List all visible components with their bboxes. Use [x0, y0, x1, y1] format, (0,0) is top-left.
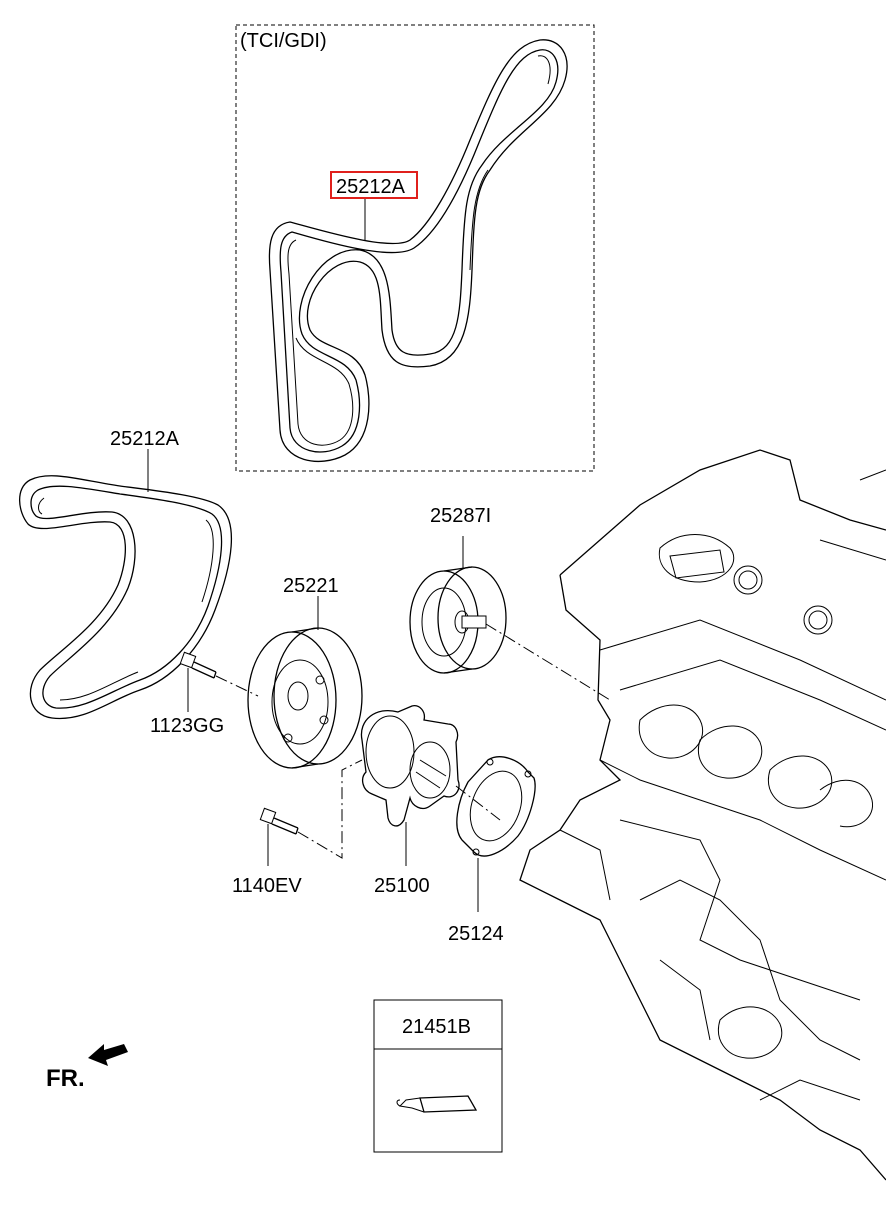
callout-21451b[interactable]: 21451B	[402, 1016, 471, 1038]
callout-label-25221: 25221	[283, 575, 339, 597]
callout-label-1123gg: 1123GG	[150, 715, 224, 737]
bolt-1140ev	[259, 759, 363, 866]
sealant-tube-icon	[396, 1095, 478, 1113]
inset-label: (TCI/GDI)	[240, 30, 327, 52]
callout-25124[interactable]: 25124	[448, 923, 504, 945]
inset-box: (TCI/GDI)	[235, 24, 595, 472]
callout-25212a[interactable]: 25212A	[110, 428, 180, 450]
sealant-box: 21451B	[373, 999, 503, 1153]
callout-25100[interactable]: 25100	[374, 875, 430, 897]
front-arrow-icon	[88, 1044, 128, 1066]
callout-25287i[interactable]: 25287I	[430, 505, 491, 527]
callout-label-25212a: 25212A	[110, 428, 180, 450]
callout-label-25124: 25124	[448, 923, 504, 945]
inset-belt	[268, 39, 568, 463]
front-marker: FR.	[46, 1044, 128, 1092]
main-belt	[18, 449, 233, 720]
gasket	[456, 756, 536, 912]
callout-25212a-highlighted[interactable]: 25212A	[330, 171, 418, 199]
pump-pulley	[247, 596, 363, 769]
highlight-box	[330, 171, 418, 199]
callout-label-25212a-inset: 25212A	[336, 176, 406, 198]
callout-25221[interactable]: 25221	[283, 575, 339, 597]
callout-label-1140ev: 1140EV	[232, 875, 302, 897]
callout-label-25100: 25100	[374, 875, 430, 897]
bolt-1123gg	[179, 651, 259, 712]
callout-1123gg[interactable]: 1123GG	[150, 715, 224, 737]
front-label: FR.	[46, 1065, 85, 1092]
water-pump	[360, 705, 501, 866]
engine-block	[519, 449, 886, 1181]
idler-pulley	[409, 536, 611, 701]
callout-label-21451b: 21451B	[402, 1016, 471, 1038]
callout-1140ev[interactable]: 1140EV	[232, 875, 302, 897]
callout-label-25287i: 25287I	[430, 505, 491, 527]
